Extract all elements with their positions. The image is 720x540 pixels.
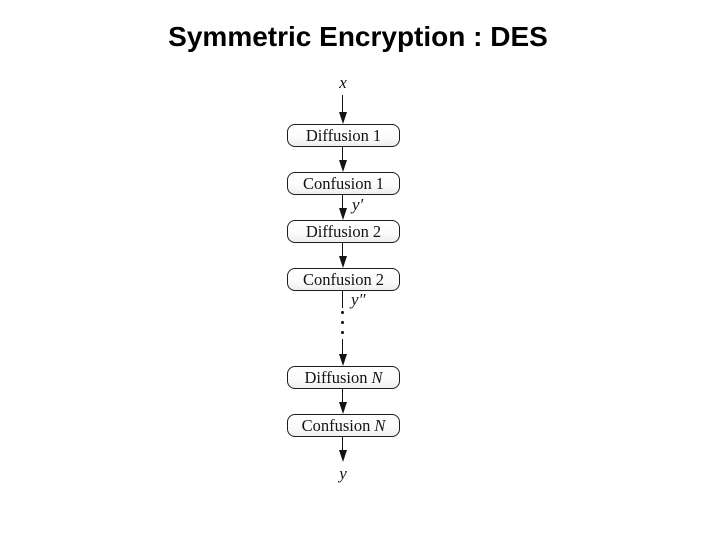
arrow-line <box>341 388 344 402</box>
arrow-line <box>341 194 344 208</box>
box-index: 2 <box>375 269 384 289</box>
ellipsis-dot <box>341 321 344 324</box>
box-index: N <box>371 367 383 387</box>
flow-arrow <box>338 437 347 462</box>
box-index: N <box>374 415 386 435</box>
flow-arrow <box>338 388 347 414</box>
arrow-down-icon <box>338 160 347 172</box>
arrow-line <box>341 95 344 112</box>
box-label: Confusion <box>301 415 371 435</box>
confusion-n-box: Confusion N <box>287 414 400 437</box>
diffusion-1-box: Diffusion 1 <box>287 124 400 147</box>
arrow-down-icon <box>338 112 347 124</box>
arrow-down-icon <box>338 450 347 462</box>
box-label: Diffusion <box>305 125 369 145</box>
box-label: Confusion <box>302 269 372 289</box>
confusion-2-box: Confusion 2 <box>287 268 400 291</box>
diffusion-n-box: Diffusion N <box>287 366 400 389</box>
arrow-down-icon <box>338 402 347 414</box>
ellipsis-dot <box>341 311 344 314</box>
arrow-line <box>341 437 344 450</box>
intermediate-variable-label-y-prime: y′ <box>352 195 364 214</box>
box-label: Diffusion <box>305 221 369 241</box>
intermediate-variable-label-y-double-prime: y″ <box>351 290 366 309</box>
flow-arrow <box>338 146 347 172</box>
ellipsis-dot <box>341 331 344 334</box>
box-label: Diffusion <box>304 367 368 387</box>
flow-line <box>341 290 344 308</box>
box-index: 2 <box>372 221 382 241</box>
arrow-line <box>341 339 344 354</box>
flow-arrow <box>338 242 347 268</box>
output-variable-label: y <box>339 464 347 483</box>
arrow-line <box>341 146 344 160</box>
box-label: Confusion <box>302 173 372 193</box>
arrow-line <box>341 242 344 256</box>
arrow-down-icon <box>338 354 347 366</box>
input-variable-label: x <box>339 73 347 92</box>
box-index: 1 <box>375 173 384 193</box>
box-index: 1 <box>372 125 382 145</box>
slide-title: Symmetric Encryption : DES <box>168 21 548 52</box>
vertical-ellipsis-icon <box>341 311 344 336</box>
flow-arrow <box>338 339 347 366</box>
flow-arrow <box>338 95 347 124</box>
diffusion-2-box: Diffusion 2 <box>287 220 400 243</box>
flow-arrow <box>338 194 347 220</box>
arrow-down-icon <box>338 208 347 220</box>
confusion-1-box: Confusion 1 <box>287 172 400 195</box>
arrow-down-icon <box>338 256 347 268</box>
